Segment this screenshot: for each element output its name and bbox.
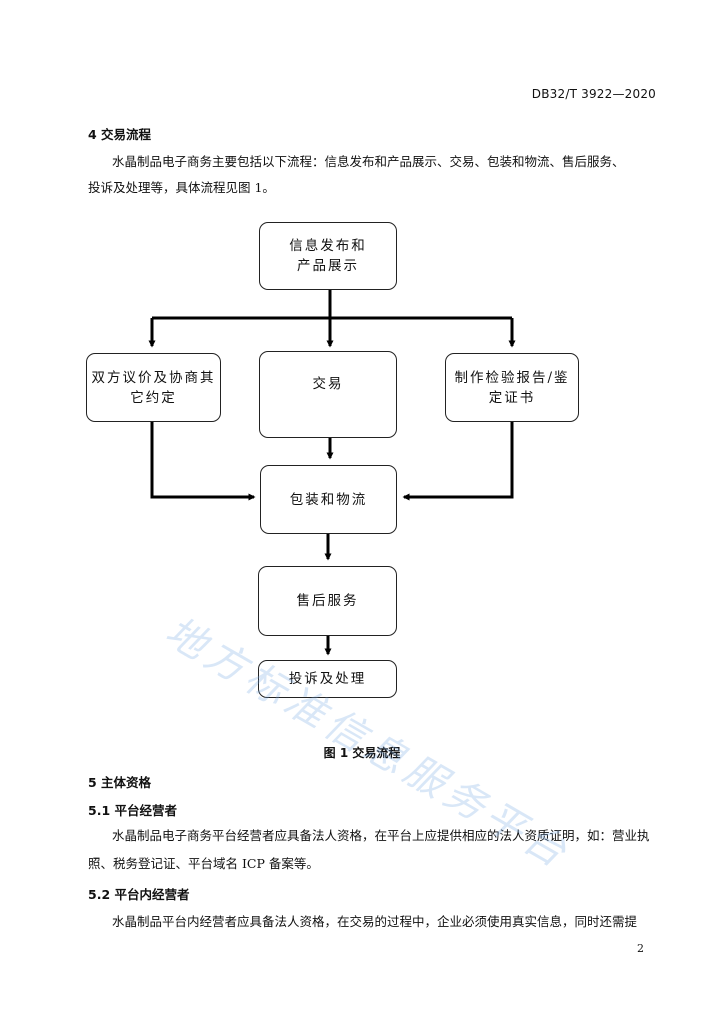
flow-box-info-line-1: 信息发布和: [289, 238, 367, 254]
arrow-report-to-packaging: [402, 421, 514, 501]
flow-box-inspection-report: 制作检验报告/鉴 定证书: [445, 353, 579, 422]
section-5-1-heading: 5.1 平台经营者: [88, 803, 177, 818]
flow-box-aftersales-label: 售后服务: [296, 593, 359, 609]
section-5-2-line-1: 水晶制品平台内经营者应具备法人资格，在交易的过程中，企业必须使用真实信息，同时还…: [112, 914, 638, 929]
section-5-heading: 5 主体资格: [88, 775, 152, 790]
section-4-heading: 4 交易流程: [88, 127, 152, 142]
flow-box-packaging-label: 包装和物流: [289, 491, 368, 508]
flow-box-report-line-1: 制作检验报告/鉴: [454, 369, 570, 386]
document-code: DB32/T 3922—2020: [531, 87, 656, 101]
page-number: 2: [637, 942, 644, 955]
flow-box-complaint-handling: 投诉及处理: [258, 660, 397, 698]
flow-box-report-line-2: 定证书: [488, 389, 536, 406]
flow-box-trade-label: 交易: [312, 376, 344, 392]
section-5-2-heading: 5.2 平台内经营者: [88, 887, 190, 902]
section-5-1-line-1: 水晶制品电子商务平台经营者应具备法人资格，在平台上应提供相应的法人资质证明，如：…: [112, 828, 650, 843]
figure-caption: 图 1 交易流程: [323, 746, 401, 760]
flow-box-packaging-logistics: 包装和物流: [260, 465, 397, 534]
flow-box-after-sales: 售后服务: [258, 566, 397, 636]
flow-box-trade: 交易: [259, 351, 397, 438]
flow-box-negotiate-line-1: 双方议价及协商其: [91, 369, 216, 386]
section-4-paragraph-line-2: 投诉及处理等，具体流程见图 1。: [88, 180, 275, 195]
section-5-1-line-2: 照、税务登记证、平台域名 ICP 备案等。: [88, 856, 319, 871]
flow-box-negotiate: 双方议价及协商其 它约定: [86, 353, 221, 422]
flow-box-info-publish: 信息发布和 产品展示: [259, 222, 397, 290]
flow-box-negotiate-line-2: 它约定: [130, 389, 177, 406]
section-4-paragraph-line-1: 水晶制品电子商务主要包括以下流程：信息发布和产品展示、交易、包装和物流、售后服务…: [112, 154, 625, 169]
flow-box-info-line-2: 产品展示: [297, 258, 359, 274]
flow-box-complaint-label: 投诉及处理: [288, 671, 367, 687]
arrow-negotiate-to-packaging: [150, 421, 256, 501]
